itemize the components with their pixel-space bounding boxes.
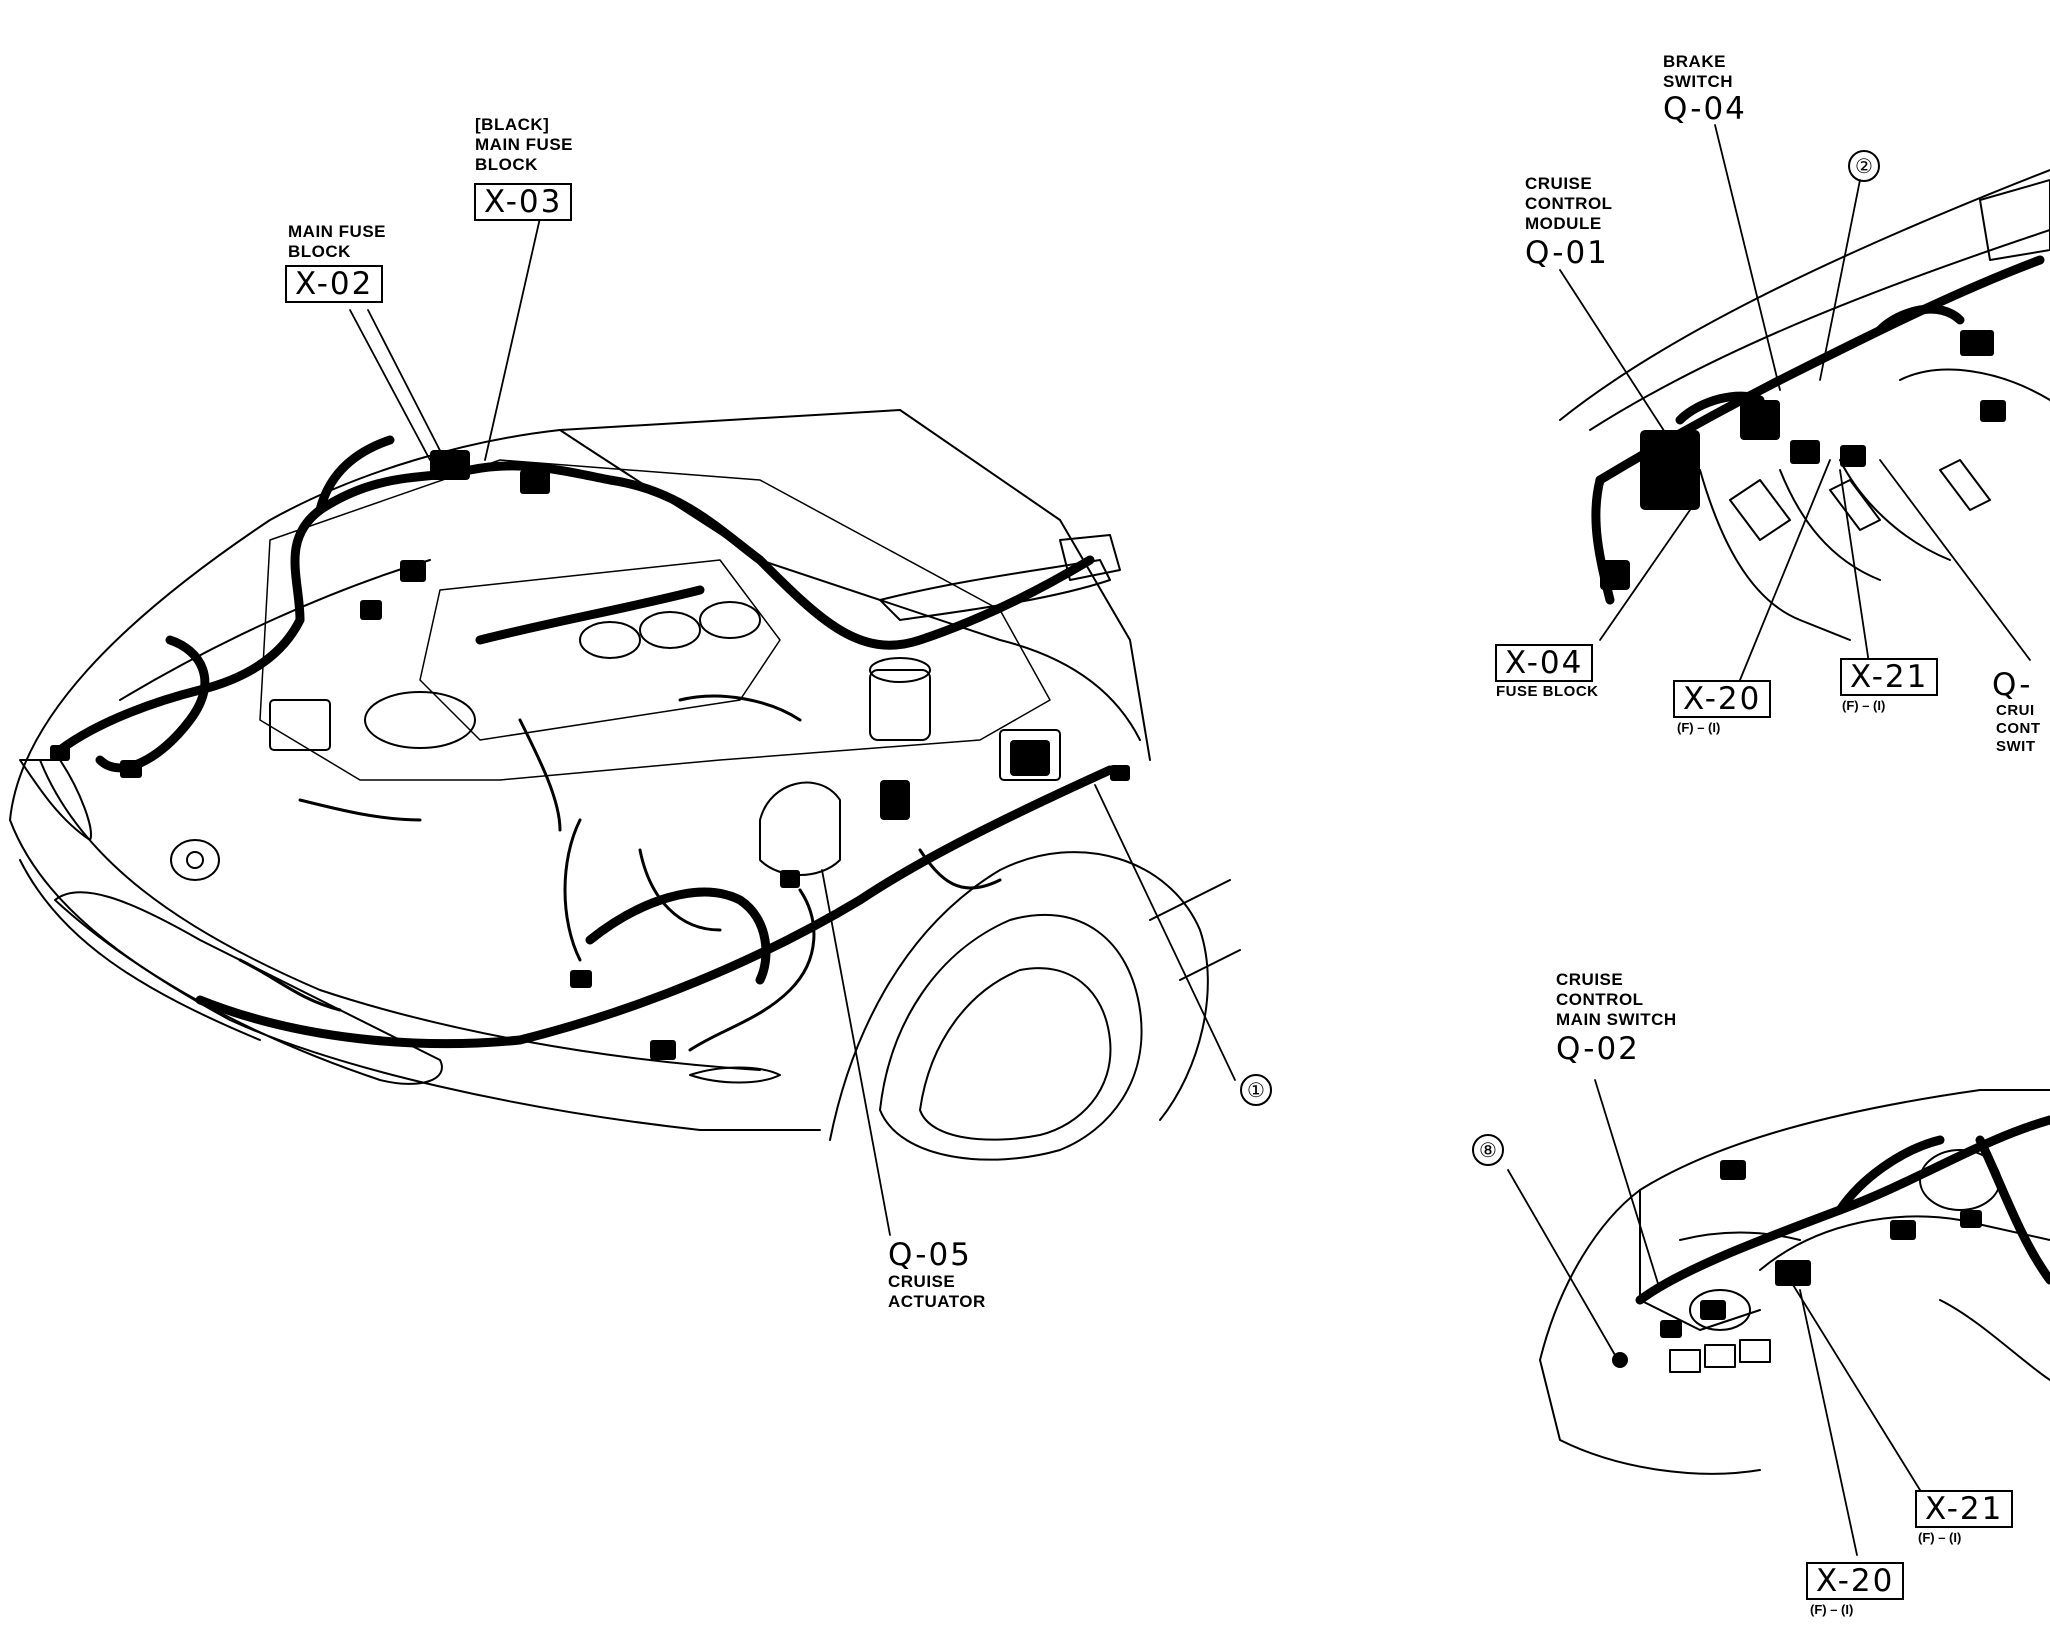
q04-code: Q-04 bbox=[1663, 91, 1747, 127]
x21-code-box: X-21 bbox=[1840, 658, 1939, 696]
q01-label: CRUISE CONTROL MODULE bbox=[1525, 174, 1613, 234]
q03-label-line: CRUI bbox=[1996, 702, 2035, 719]
car-body-outline bbox=[9, 409, 1241, 1161]
q04-label-line: BRAKE bbox=[1663, 52, 1726, 71]
q02-label-line: CONTROL bbox=[1556, 990, 1644, 1009]
x03-label-line: BLOCK bbox=[475, 155, 538, 174]
q02-label-line: MAIN SWITCH bbox=[1556, 1010, 1677, 1029]
x20-sub: (F) – (I) bbox=[1677, 720, 1721, 735]
q03-label-line: SWIT bbox=[1996, 738, 2036, 755]
q05-label: CRUISE ACTUATOR bbox=[888, 1272, 986, 1312]
lower-harness bbox=[1635, 1115, 2050, 1305]
x03-label-line: MAIN FUSE bbox=[475, 135, 573, 154]
x02-label: MAIN FUSE BLOCK bbox=[288, 222, 386, 262]
q01-label-line: MODULE bbox=[1525, 214, 1602, 233]
callout-1: ① bbox=[1240, 1074, 1272, 1106]
x03-label-line: [BLACK] bbox=[475, 115, 550, 134]
q02-label: CRUISE CONTROL MAIN SWITCH bbox=[1556, 970, 1677, 1030]
lower-dashboard-outline bbox=[1539, 1089, 2050, 1475]
lower-x20-code-box: X-20 bbox=[1806, 1562, 1905, 1600]
x21-sub: (F) – (I) bbox=[1842, 698, 1886, 713]
q04-label-line: SWITCH bbox=[1663, 72, 1734, 91]
q01-label-line: CRUISE bbox=[1525, 174, 1593, 193]
wiring-harness bbox=[55, 435, 1115, 1049]
lower-connectors bbox=[1612, 1160, 1982, 1368]
upper-connectors bbox=[1600, 330, 2006, 590]
leader-lines-upper-right bbox=[1559, 124, 2031, 681]
q01-label-line: CONTROL bbox=[1525, 194, 1613, 213]
q05-label-line: CRUISE bbox=[888, 1272, 956, 1291]
q05-code: Q-05 bbox=[888, 1237, 972, 1273]
upper-dashboard-outline bbox=[1559, 169, 2050, 641]
x02-label-line: BLOCK bbox=[288, 242, 351, 261]
lower-x21-code-box: X-21 bbox=[1915, 1490, 2014, 1528]
q03-label-partial: CRUI CONT SWIT bbox=[1996, 702, 2041, 756]
x04-label: FUSE BLOCK bbox=[1496, 683, 1599, 700]
wiring-branches bbox=[238, 694, 1002, 1052]
leader-lines-lower-right bbox=[1507, 1079, 1921, 1556]
q03-code-partial: Q- bbox=[1992, 667, 2033, 703]
q02-label-line: CRUISE bbox=[1556, 970, 1624, 989]
lower-x20-sub: (F) – (I) bbox=[1810, 1602, 1854, 1617]
q05-label-line: ACTUATOR bbox=[888, 1292, 986, 1311]
lower-x21-sub: (F) – (I) bbox=[1918, 1530, 1962, 1545]
x03-code-box: X-03 bbox=[474, 183, 573, 221]
x02-label-line: MAIN FUSE bbox=[288, 222, 386, 241]
x04-code-box: X-04 bbox=[1495, 644, 1594, 682]
x03-label: [BLACK] MAIN FUSE BLOCK bbox=[475, 115, 573, 175]
leader-lines-left bbox=[349, 217, 1236, 1236]
q03-label-line: CONT bbox=[1996, 720, 2041, 737]
q02-code: Q-02 bbox=[1556, 1031, 1640, 1067]
callout-2: ② bbox=[1848, 150, 1880, 182]
q01-code: Q-01 bbox=[1525, 235, 1609, 271]
x02-code-box: X-02 bbox=[285, 265, 384, 303]
connectors bbox=[50, 450, 1130, 1060]
callout-8: ⑧ bbox=[1472, 1134, 1504, 1166]
x20-code-box: X-20 bbox=[1673, 680, 1772, 718]
q04-label: BRAKE SWITCH bbox=[1663, 52, 1733, 92]
